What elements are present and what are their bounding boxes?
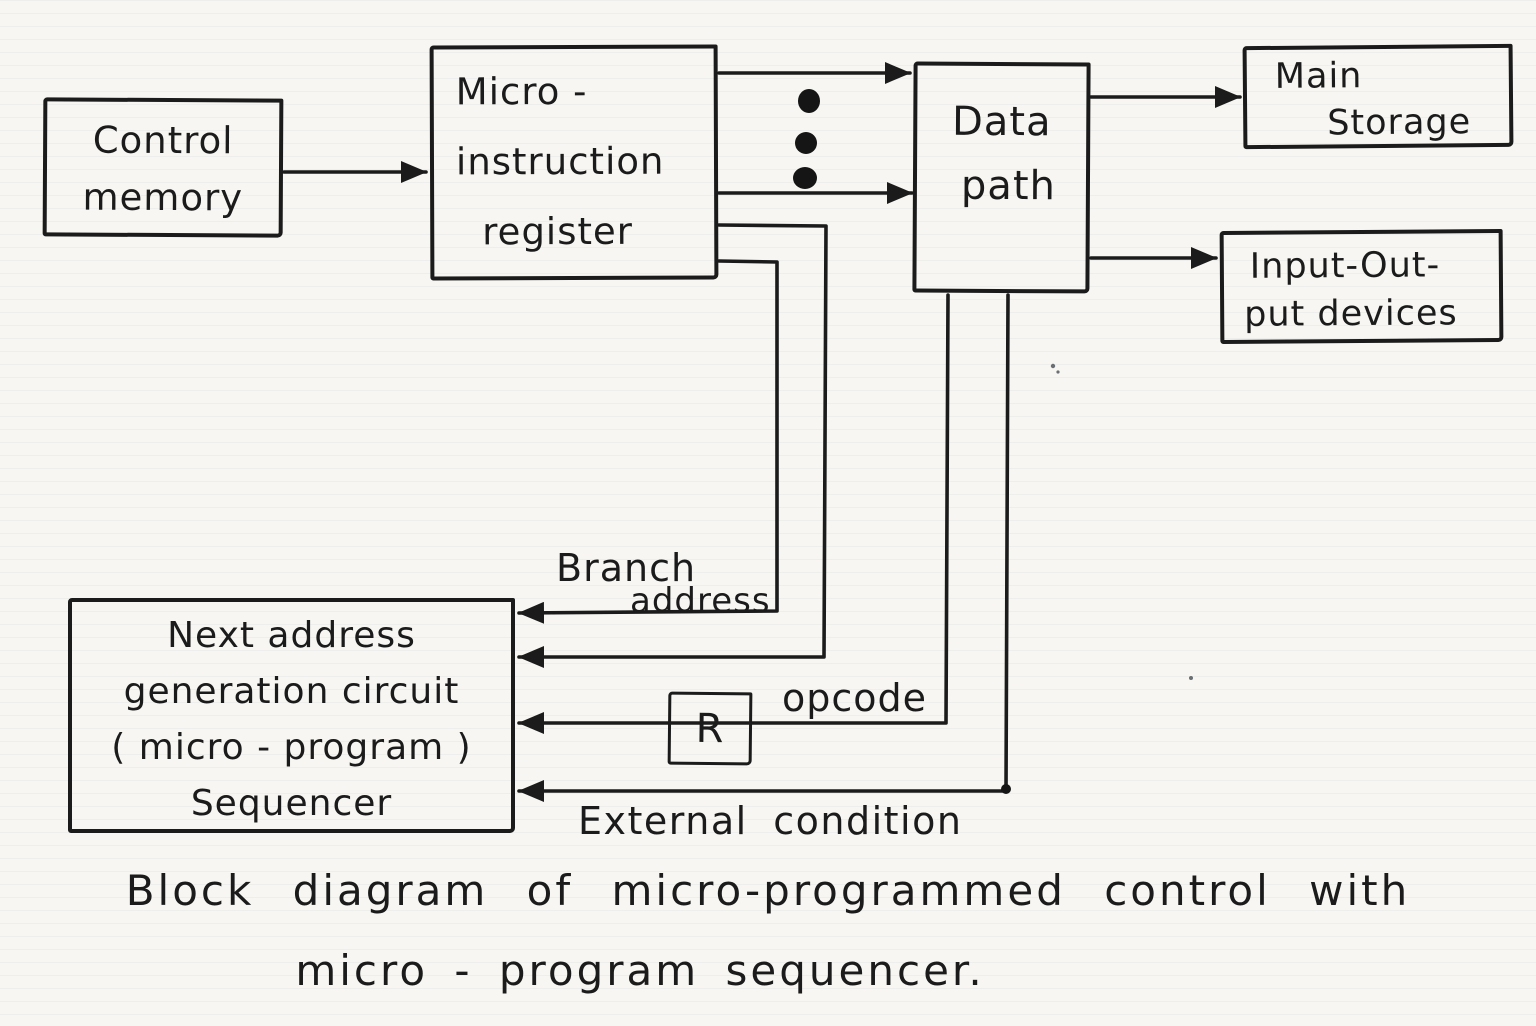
control-memory-label-line1: Control (92, 118, 234, 163)
control-memory-box: Control memory (42, 97, 284, 238)
branch-address-label-line2: address (630, 581, 771, 621)
next-address-label-line3: ( micro - program ) (111, 727, 472, 768)
r-register-label: R (695, 705, 725, 752)
connector-external-condition (517, 293, 1010, 802)
main-storage-label-line1: Main (1274, 56, 1363, 97)
main-storage-label-line2: Storage (1327, 102, 1472, 144)
io-devices-label-line2: put devices (1244, 293, 1458, 335)
register-label-line1: Micro - (455, 69, 588, 114)
ellipsis-dot-1 (798, 89, 820, 113)
paper-speck-1 (1050, 363, 1056, 369)
diagram-caption-line1: Block diagram of micro-programmed contro… (125, 866, 1411, 915)
ellipsis-dot-3 (793, 167, 817, 189)
next-address-label-line2: generation circuit (123, 671, 460, 712)
control-memory-label-line2: memory (82, 175, 244, 220)
input-output-devices-box: Input-Out- put devices (1219, 229, 1504, 344)
connector-branch-address (517, 259, 779, 624)
io-devices-label-line1: Input-Out- (1249, 245, 1441, 287)
paper-speck-2 (1056, 370, 1060, 374)
data-path-box: Data path (912, 61, 1091, 294)
ellipsis-dot-2 (795, 132, 817, 154)
next-address-label-line4: Sequencer (190, 783, 393, 824)
connector-register-to-sequencer-outer (517, 223, 828, 668)
opcode-label: opcode (782, 676, 928, 720)
next-address-label-line1: Next address (167, 615, 416, 656)
main-storage-box: Main Storage (1242, 43, 1514, 150)
next-address-generator-box: Next address generation circuit ( micro … (68, 598, 515, 833)
wire-corner-blob (1001, 784, 1011, 794)
connector-opcode (517, 293, 950, 734)
r-register-box: R (667, 691, 753, 766)
data-path-label-line2: path (960, 162, 1057, 210)
branch-address-label-line1: Branch (556, 546, 697, 590)
data-path-label-line1: Data (951, 98, 1052, 146)
micro-instruction-register-box: Micro - instruction register (429, 44, 719, 281)
register-label-line2: instruction (455, 139, 665, 184)
paper-speck-3 (1189, 676, 1193, 680)
external-condition-label: External condition (578, 799, 963, 843)
diagram-caption-line2: micro - program sequencer. (295, 946, 985, 995)
register-label-line3: register (482, 209, 634, 254)
